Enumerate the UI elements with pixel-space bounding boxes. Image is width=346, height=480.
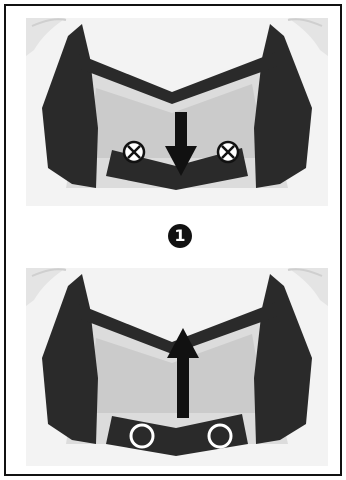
figure-pull-up: [26, 268, 328, 466]
step-number-badge: 1: [168, 224, 192, 248]
helmet-vent-illustration: [26, 18, 328, 206]
x-circle-icon: [218, 142, 238, 162]
helmet-vent-illustration: [26, 268, 328, 466]
figure-press-down: [26, 18, 328, 206]
instruction-frame: 1: [4, 4, 342, 476]
x-circle-icon: [124, 142, 144, 162]
